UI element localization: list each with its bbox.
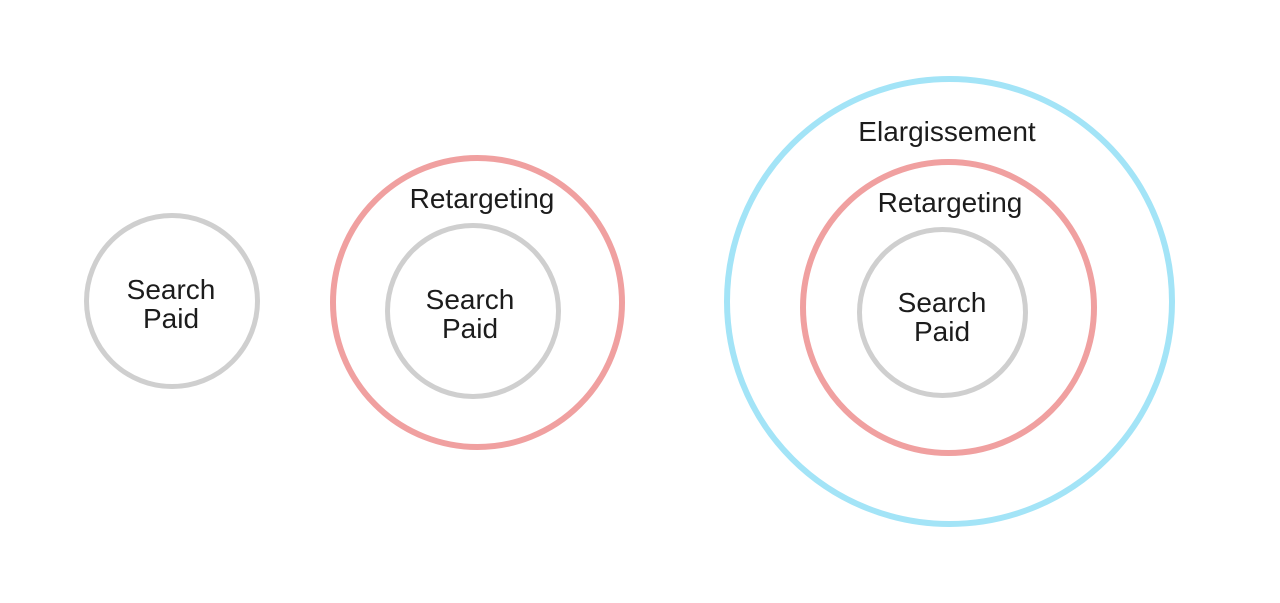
search-paid-label: Search Paid: [425, 284, 515, 344]
search-paid-circle: [857, 227, 1028, 398]
search-paid-circle: [385, 223, 561, 399]
search-paid-circle: [84, 213, 260, 389]
retargeting-label: Retargeting: [877, 187, 1023, 218]
retargeting-circle: [800, 159, 1097, 456]
elargissement-label: Elargissement: [858, 116, 1036, 147]
retargeting-circle: [330, 155, 625, 450]
search-paid-label: Search Paid: [126, 274, 216, 334]
search-paid-label: Search Paid: [897, 287, 987, 347]
retargeting-label: Retargeting: [409, 183, 555, 214]
elargissement-circle: [724, 76, 1175, 527]
